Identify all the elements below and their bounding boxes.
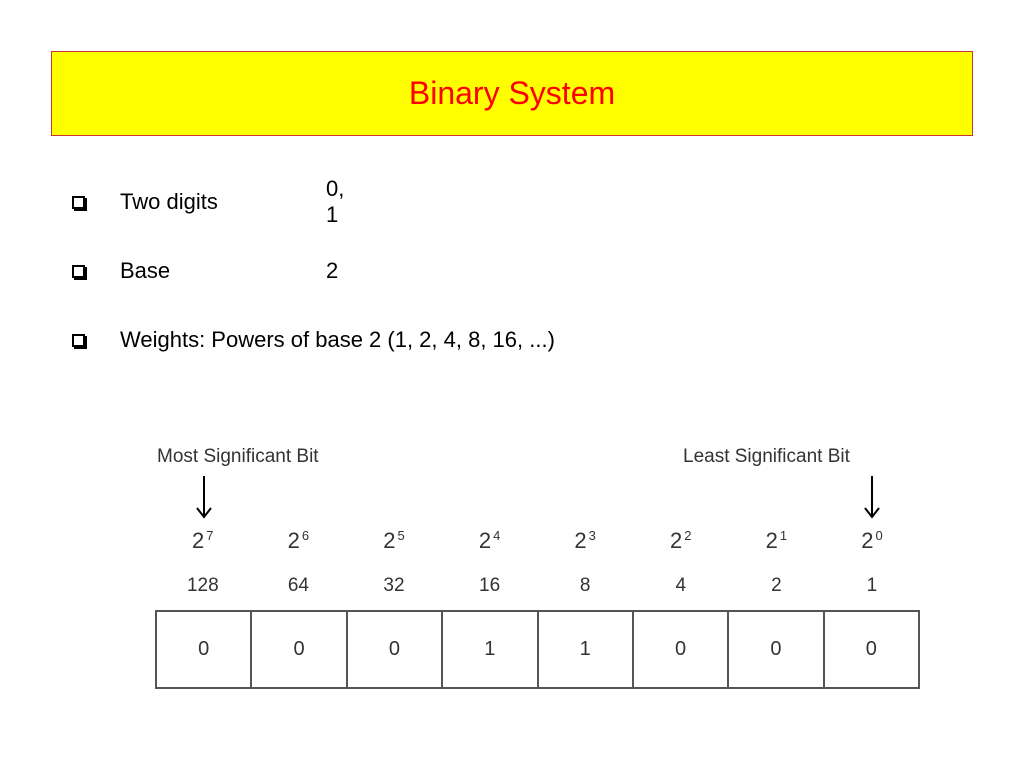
bit-cell: 0: [157, 612, 253, 687]
bit-cell: 1: [443, 612, 539, 687]
weight-cell: 64: [287, 575, 309, 596]
weight-cell: 8: [579, 575, 591, 596]
weight-cell: 16: [479, 575, 501, 596]
slide-title: Binary System: [408, 75, 616, 111]
bit-cell: 0: [252, 612, 348, 687]
bullet-item-weights: Weights: Powers of base 2 (1, 2, 4, 8, 1…: [72, 326, 555, 354]
weight-cell: 1: [866, 575, 878, 596]
slide-title-banner: Binary System: [51, 51, 973, 136]
bit-table: 0 0 0 1 1 0 0 0: [155, 610, 920, 689]
weight-cell: 4: [675, 575, 687, 596]
weight-cell: 2: [771, 575, 782, 596]
bullet-item-base: Base 2: [72, 257, 338, 285]
bullet-value: 2: [326, 258, 339, 283]
checkbox-bullet-icon: [72, 195, 85, 209]
weights-row: 128 64 32 16 8 4 2 1: [155, 575, 920, 597]
bit-cell: 0: [348, 612, 444, 687]
bit-cell: 0: [729, 612, 825, 687]
msb-label: Most Significant Bit: [157, 446, 319, 467]
bullet-label: Base: [120, 258, 171, 283]
weight-cell: 32: [383, 575, 405, 596]
lsb-label: Least Significant Bit: [683, 446, 850, 467]
checkbox-bullet-icon: [72, 333, 85, 347]
bullet-label: Two digits: [120, 189, 218, 214]
bit-cell: 1: [539, 612, 634, 687]
bullet-item-two-digits: Two digits 0, 1: [72, 176, 344, 227]
bit-cell: 0: [825, 612, 920, 687]
bit-cell: 0: [634, 612, 730, 687]
down-arrow-icon: [864, 476, 880, 519]
checkbox-bullet-icon: [72, 264, 85, 278]
down-arrow-icon: [196, 476, 212, 519]
weight-cell: 128: [186, 575, 219, 596]
bullet-value: 0, 1: [326, 176, 345, 227]
bullet-label: Weights: Powers of base 2 (1, 2, 4, 8, 1…: [120, 327, 555, 352]
